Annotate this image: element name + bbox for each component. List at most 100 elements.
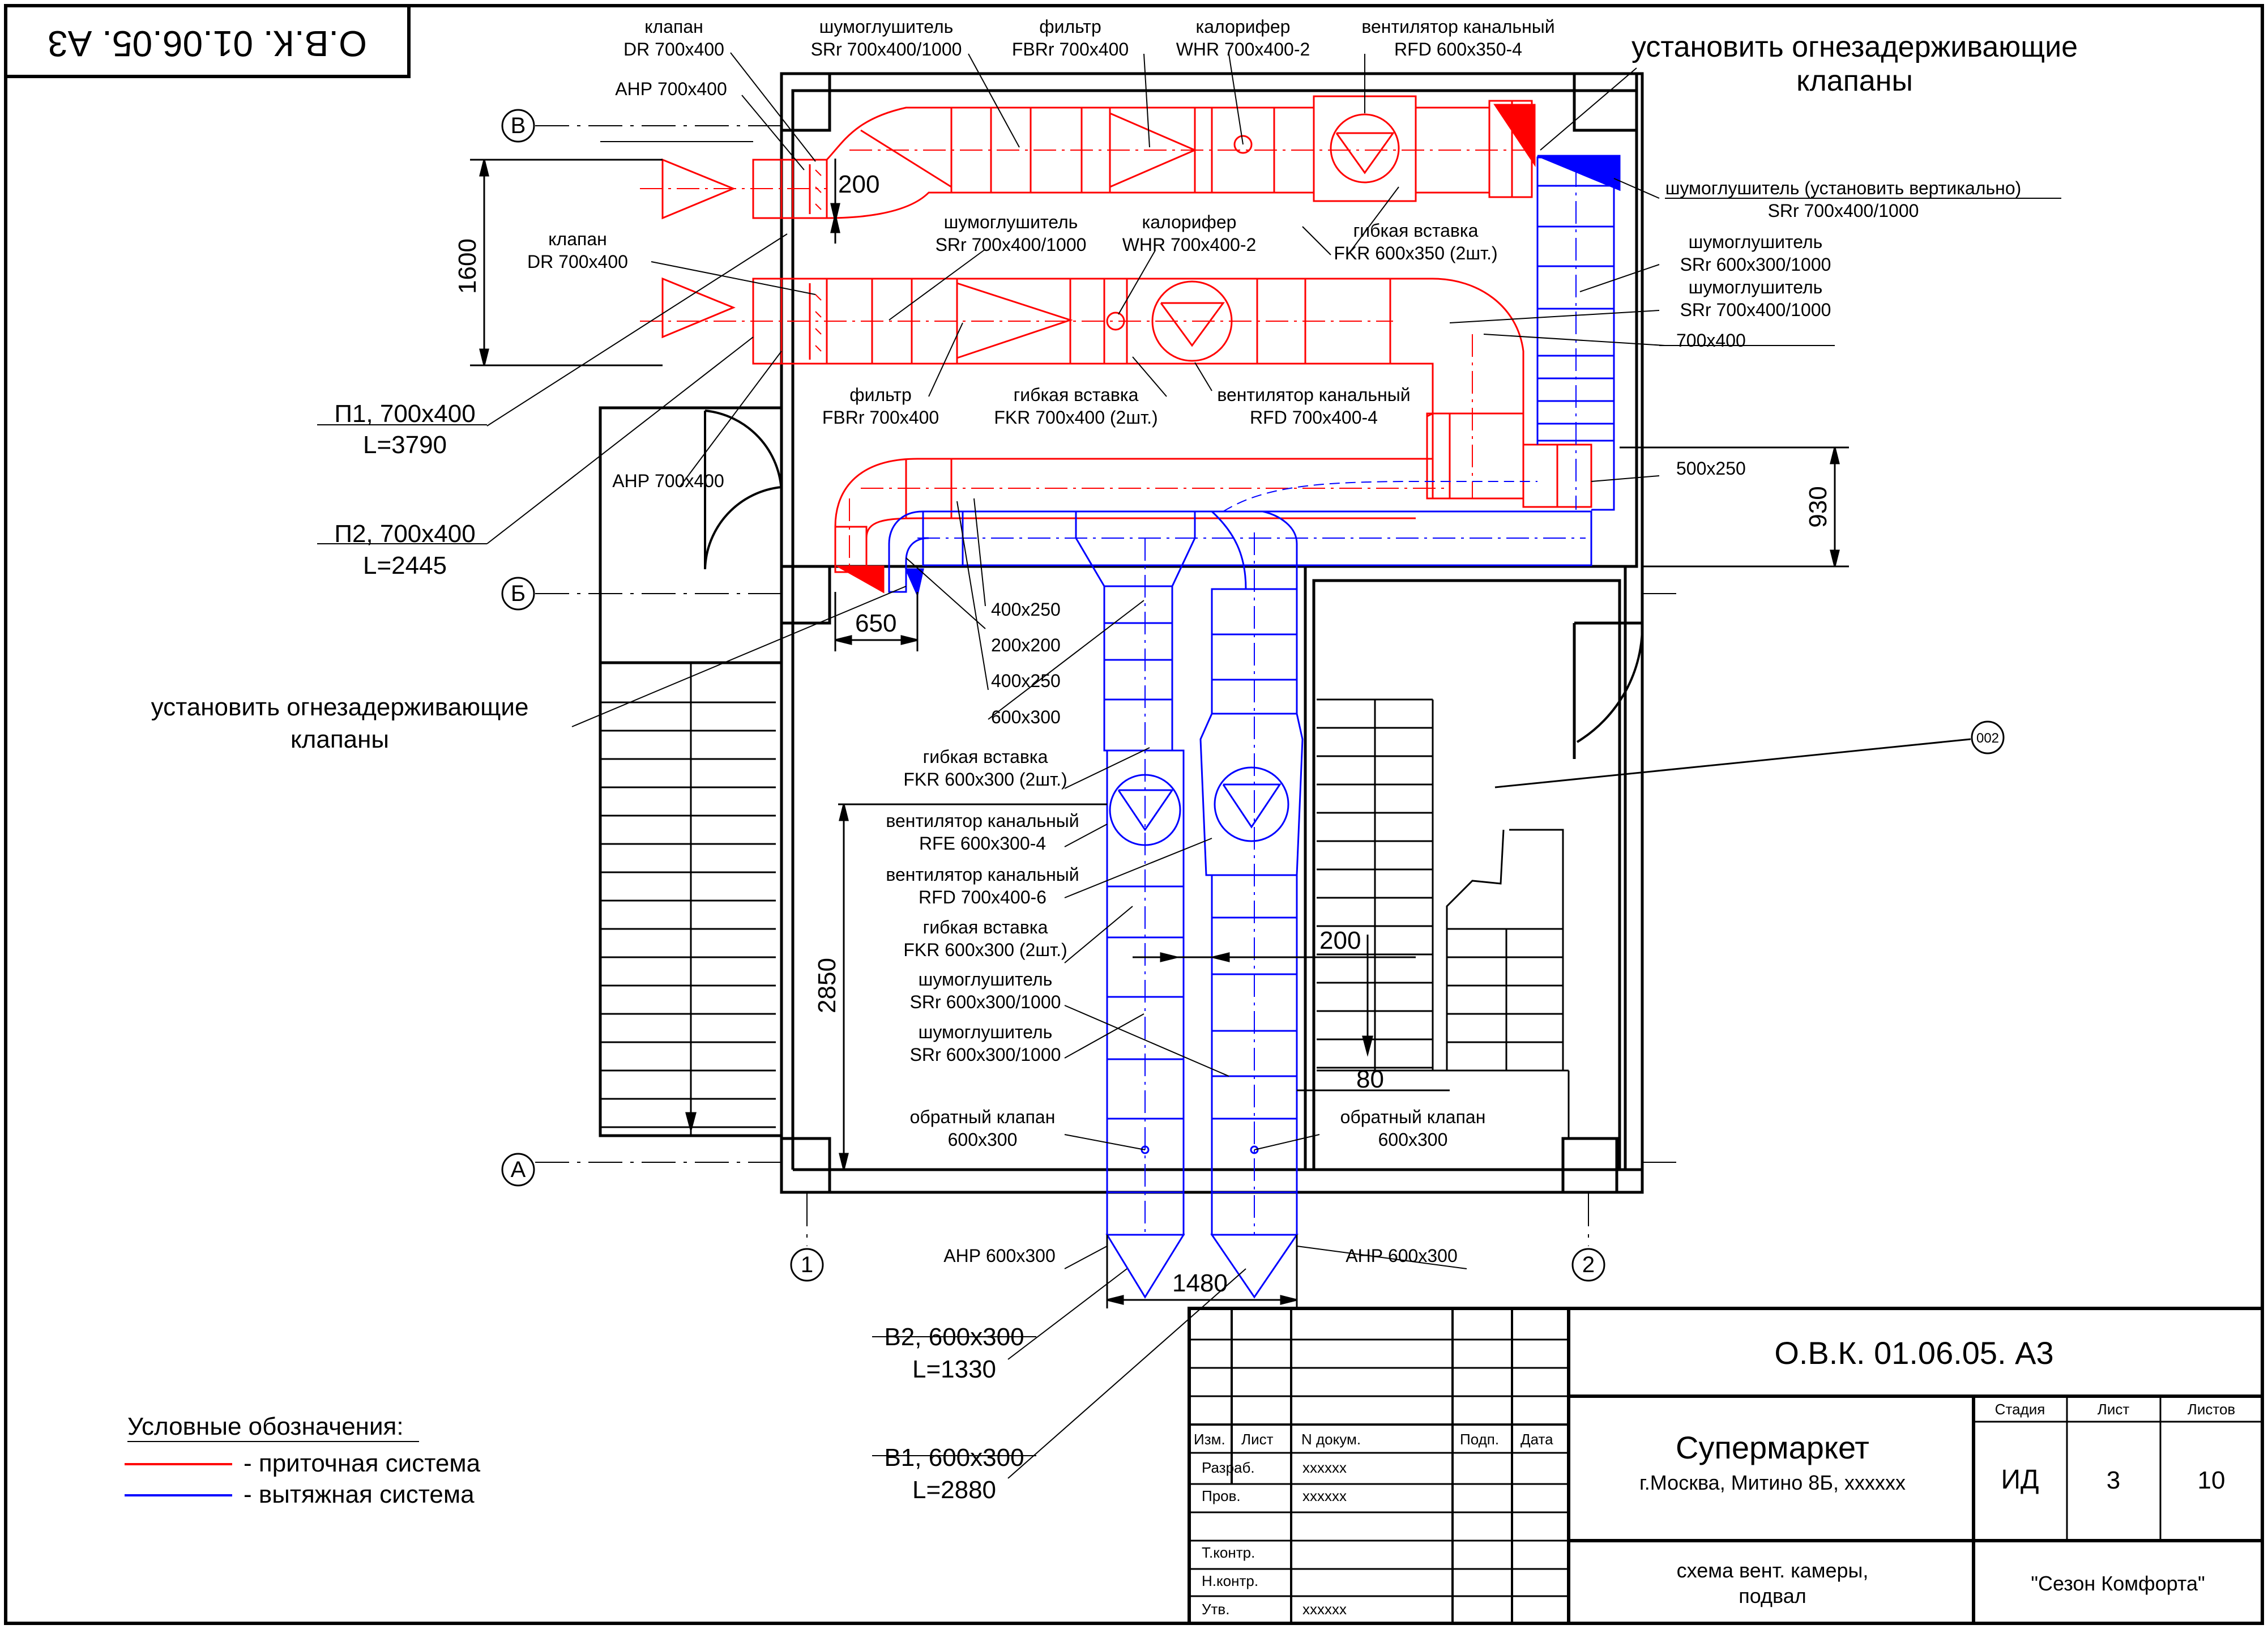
axis-a-label: А xyxy=(511,1157,526,1182)
label-shum-r1-1: шумоглушитель xyxy=(1689,232,1823,252)
label-ahp-left: АНР 700х400 xyxy=(612,471,724,491)
label-vent-rfd-1: вентилятор канальный xyxy=(886,864,1079,885)
tb-r-nkontr: Н.контр. xyxy=(1202,1572,1258,1589)
label-filtr-top-1: фильтр xyxy=(1039,16,1101,37)
label-p1-2: L=3790 xyxy=(363,431,447,459)
fan-top-symbol xyxy=(1330,113,1400,184)
axis-grid xyxy=(535,125,1676,1246)
exhaust-hood-b2 xyxy=(1105,1234,1185,1299)
dim-650: 650 xyxy=(855,609,896,637)
callout-002-label: 002 xyxy=(1976,731,1999,746)
label-kalorifer-mid-2: WHR 700x400-2 xyxy=(1122,234,1257,255)
tb-h-list: Лист xyxy=(1241,1431,1274,1448)
dimension-texts: 200 1600 930 650 2850 200 80 1480 xyxy=(454,170,1832,1297)
label-400x250-a: 400x250 xyxy=(991,599,1061,620)
callout-002: 002 xyxy=(1494,720,2005,788)
tb-h-ndok: N докум. xyxy=(1301,1431,1361,1448)
label-duct-500x250: 500x250 xyxy=(1676,458,1746,479)
label-gibk-top-2: FKR 600x350 (2шт.) xyxy=(1334,243,1497,263)
label-vent-rfd-2: RFD 700x400-6 xyxy=(919,887,1047,907)
label-ahp-top: АНР 700х400 xyxy=(615,79,727,99)
label-filtr-mid-1: фильтр xyxy=(849,385,912,405)
axis-v-label: В xyxy=(511,113,526,138)
tb-h-sheet: Лист xyxy=(2098,1401,2130,1418)
tb-h-stage: Стадия xyxy=(1995,1401,2045,1418)
label-400x250-b: 400x250 xyxy=(991,671,1061,691)
tb-v-prov: xxxxxx xyxy=(1302,1487,1347,1504)
tb-sheets: 10 xyxy=(2198,1466,2226,1494)
stamp-code: О.В.К. 01.06.05. А3 xyxy=(48,23,367,64)
label-kalorifer-mid-1: калорифер xyxy=(1142,212,1237,232)
label-gibk-mid-2: FKR 700x400 (2шт.) xyxy=(994,407,1158,428)
fire-damper-top-blue xyxy=(1537,155,1621,191)
supply-system xyxy=(640,95,1592,594)
label-vent-top-2: RFD 600x350-4 xyxy=(1394,39,1522,59)
label-duct-700x400: 700x400 xyxy=(1676,330,1746,351)
label-gibk-mid-1: гибкая вставка xyxy=(1014,385,1139,405)
label-fire-left-2: клапаны xyxy=(291,726,389,753)
tb-sheet: 3 xyxy=(2107,1466,2120,1494)
label-vent-mid-2: RFD 700x400-4 xyxy=(1250,407,1378,428)
label-b2-1: В2, 600х300 xyxy=(884,1323,1024,1351)
annotation-labels: клапан DR 700x400 АНР 700х400 шумоглушит… xyxy=(151,16,2078,1504)
label-klapan-left-1: клапан xyxy=(548,229,607,249)
dim-930: 930 xyxy=(1804,486,1832,527)
label-vent-top-1: вентилятор канальный xyxy=(1361,16,1554,37)
tb-address: г.Москва, Митино 8Б, xxxxxx xyxy=(1639,1471,1906,1494)
tb-sheet-title-1: схема вент. камеры, xyxy=(1677,1559,1869,1582)
tb-h-sheets: Листов xyxy=(2188,1401,2235,1418)
label-obr-right-2: 600x300 xyxy=(1378,1129,1448,1150)
label-gibk-top-1: гибкая вставка xyxy=(1353,220,1479,241)
label-600x300: 600x300 xyxy=(991,707,1061,727)
tb-r-razrab: Разраб. xyxy=(1202,1459,1255,1476)
tb-company: "Сезон Комфорта" xyxy=(2031,1572,2205,1595)
tb-sheet-title-2: подвал xyxy=(1739,1584,1806,1607)
label-b1-2: L=2880 xyxy=(912,1476,996,1504)
label-obr-left-2: 600x300 xyxy=(948,1129,1018,1150)
label-gibk-low2-2: FKR 600x300 (2шт.) xyxy=(903,940,1067,960)
dim-1600: 1600 xyxy=(454,238,481,294)
label-filtr-mid-2: FBRr 700x400 xyxy=(822,407,939,428)
label-fire-left-1: установить огнезадерживающие xyxy=(151,693,529,721)
exhaust-system xyxy=(888,155,1621,1299)
label-klapan-left-2: DR 700x400 xyxy=(527,251,628,272)
label-ahp-b-right: АНР 600х300 xyxy=(1346,1246,1457,1266)
label-vent-rfe-1: вентилятор канальный xyxy=(886,811,1079,831)
supply-hood-p1 xyxy=(661,277,736,339)
tb-v-utv: xxxxxx xyxy=(1302,1601,1347,1618)
label-vent-mid-1: вентилятор канальный xyxy=(1217,385,1410,405)
legend-title: Условные обозначения: xyxy=(127,1413,404,1440)
tb-r-prov: Пров. xyxy=(1202,1487,1241,1504)
tb-stage: ИД xyxy=(2001,1465,2039,1495)
label-kalorifer-top-2: WHR 700x400-2 xyxy=(1176,39,1310,59)
label-shum-vert-2: SRr 700x400/1000 xyxy=(1768,201,1919,221)
label-shum-low1-1: шумоглушитель xyxy=(919,969,1053,990)
door-swings xyxy=(704,410,1644,743)
tb-h-podp: Подп. xyxy=(1460,1431,1499,1448)
leader-lines xyxy=(317,52,2061,1479)
tb-h-data: Дата xyxy=(1520,1431,1553,1448)
label-p2-1: П2, 700х400 xyxy=(334,520,475,548)
label-shum-top-1: шумоглушитель xyxy=(819,16,954,37)
tb-h-izm: Изм. xyxy=(1194,1431,1225,1448)
label-klapan-top-2: DR 700x400 xyxy=(623,39,724,59)
fire-damper-left-red xyxy=(835,565,885,594)
axis-markers: В Б А 1 2 xyxy=(501,109,1605,1282)
dim-200-right: 200 xyxy=(1319,927,1361,954)
sheet-frame xyxy=(4,4,2264,1625)
stair-right xyxy=(1317,698,1570,1138)
supply-damper-hatch xyxy=(815,169,822,352)
label-gibk-low1-1: гибкая вставка xyxy=(923,747,1048,767)
tb-code: О.В.К. 01.06.05. А3 xyxy=(1774,1335,2053,1371)
dim-2850: 2850 xyxy=(813,958,841,1013)
fire-damper-top-red xyxy=(1493,104,1536,167)
label-b1-1: В1, 600х300 xyxy=(884,1444,1024,1472)
heater-top-symbol xyxy=(1233,135,1253,154)
label-gibk-low1-2: FKR 600x300 (2шт.) xyxy=(903,769,1067,790)
label-p2-2: L=2445 xyxy=(363,552,447,579)
label-obr-right-1: обратный клапан xyxy=(1340,1107,1486,1127)
label-shum-top-2: SRr 700x400/1000 xyxy=(811,39,962,59)
dim-1480: 1480 xyxy=(1172,1269,1228,1297)
fan-rfd-symbol xyxy=(1214,766,1289,842)
